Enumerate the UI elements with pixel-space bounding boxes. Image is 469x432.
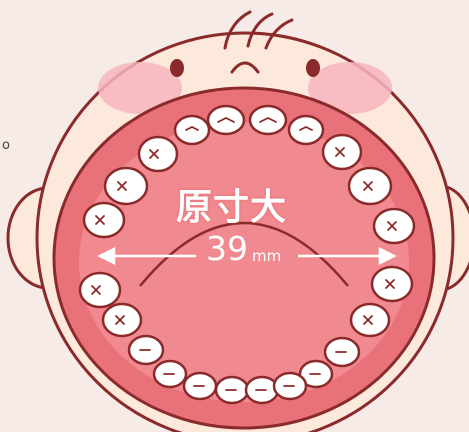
palate-arch xyxy=(139,221,349,287)
tooth-grooves xyxy=(91,116,397,391)
palate xyxy=(79,122,409,402)
tooth xyxy=(287,114,325,146)
nose-icon xyxy=(230,61,260,74)
tooth xyxy=(173,114,211,146)
teeth-icon xyxy=(78,104,416,405)
tooth xyxy=(370,265,414,303)
tooth xyxy=(78,271,122,309)
tooth xyxy=(103,166,149,206)
left-eye xyxy=(170,59,184,77)
left-cheek xyxy=(98,62,182,114)
tooth xyxy=(101,302,143,338)
tooth xyxy=(321,133,363,171)
tooth xyxy=(347,166,393,206)
tooth xyxy=(206,104,246,136)
measurement-unit: mm xyxy=(252,247,282,265)
measurement-value: 39 xyxy=(206,229,248,268)
hair-icon xyxy=(223,10,294,50)
tooth xyxy=(372,207,416,245)
right-eye xyxy=(306,59,320,77)
tooth xyxy=(349,302,391,338)
arrow-left-icon xyxy=(97,246,116,266)
right-cheek xyxy=(308,62,392,114)
stray-mark: o xyxy=(2,138,10,153)
scale-label: 原寸大 xyxy=(176,187,288,228)
tooth xyxy=(248,104,288,136)
measure-line xyxy=(97,246,397,266)
tooth xyxy=(82,201,126,239)
tooth xyxy=(137,135,179,173)
arrow-right-icon xyxy=(378,246,397,266)
